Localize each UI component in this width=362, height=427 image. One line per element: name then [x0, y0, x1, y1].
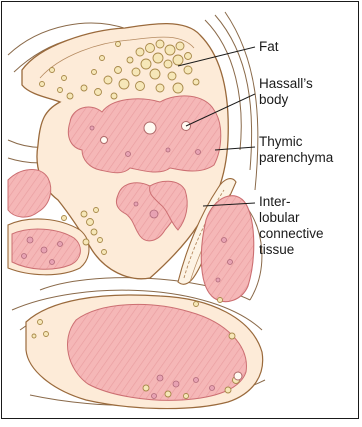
thymic-parenchyma-main — [68, 96, 220, 173]
label-interlobular-line-2: lobular — [259, 210, 324, 226]
label-interlobular-line-3: connective — [259, 226, 324, 242]
label-interlobular-connective-tissue: Inter- lobular connective tissue — [259, 194, 324, 258]
label-thymic-line-2: parenchyma — [259, 150, 333, 166]
right-lobule — [201, 196, 253, 302]
label-interlobular-line-4: tissue — [259, 242, 324, 258]
label-thymic-line-1: Thymic — [259, 134, 333, 150]
label-thymic-parenchyma: Thymic parenchyma — [259, 134, 333, 166]
label-hassall-line-2: body — [259, 92, 313, 108]
label-fat-line-1: Fat — [259, 39, 279, 55]
left-lobule-upper — [8, 170, 51, 218]
label-hassalls-body: Hassall’s body — [259, 76, 313, 108]
label-hassall-line-1: Hassall’s — [259, 76, 313, 92]
label-fat: Fat — [259, 39, 279, 55]
label-interlobular-line-1: Inter- — [259, 194, 324, 210]
